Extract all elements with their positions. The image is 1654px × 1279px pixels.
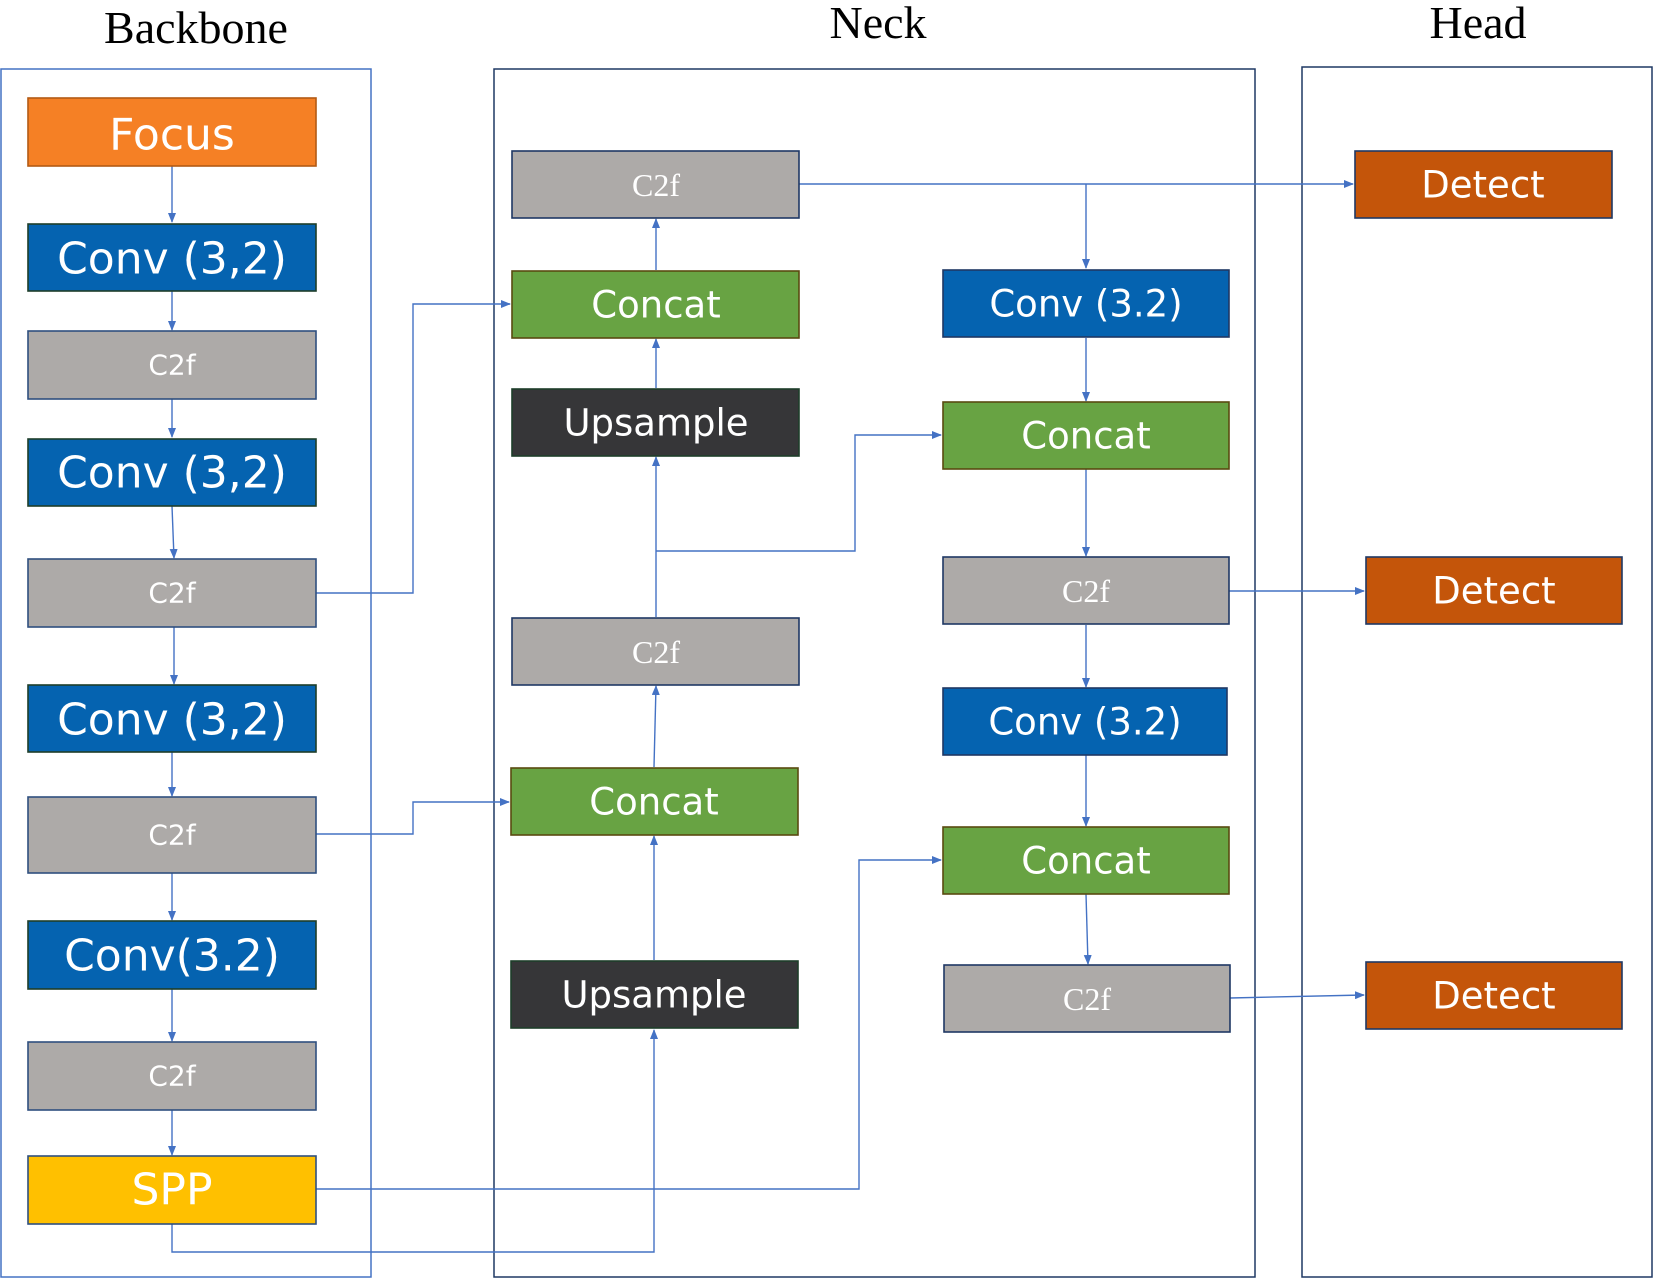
concat-label: Concat	[1021, 415, 1150, 458]
conv-label: Conv (3,2)	[57, 234, 287, 285]
head-detect-block-2: Detect	[1365, 556, 1623, 625]
neck-upsample-block-1: Upsample	[511, 388, 800, 457]
upsample-label: Upsample	[563, 402, 748, 445]
backbone-conv-block-4: Conv(3.2)	[27, 920, 317, 990]
detect-label: Detect	[1421, 164, 1544, 207]
neck-conv-block-1: Conv (3.2)	[942, 269, 1230, 338]
arrow-c2f3-to-concat2	[316, 798, 510, 835]
conv-label: Conv (3.2)	[988, 701, 1181, 744]
arrow-concat4-to-c2f-r2	[1083, 893, 1092, 965]
neck-c2f-block-right-1: C2f	[942, 556, 1230, 625]
c2f-label: C2f	[632, 634, 680, 670]
backbone-title: Backbone	[104, 2, 288, 53]
neck-conv-block-2: Conv (3.2)	[942, 687, 1228, 756]
arrow-conv2-to-c2f2	[169, 505, 178, 559]
arrow-c2f2-to-concat1	[316, 300, 511, 594]
neck-c2f-block-top: C2f	[511, 150, 800, 219]
backbone-c2f-block-1: C2f	[27, 330, 317, 400]
detect-label: Detect	[1432, 570, 1555, 613]
neck-concat-block-1: Concat	[511, 270, 800, 339]
neck-c2f-block-right-2: C2f	[943, 964, 1231, 1033]
backbone-conv-block-3: Conv (3,2)	[27, 684, 317, 753]
neck-concat-block-2: Concat	[510, 767, 799, 836]
spp-label: SPP	[132, 1165, 213, 1216]
backbone-spp-block: SPP	[27, 1155, 317, 1225]
focus-label: Focus	[109, 110, 235, 161]
conv-label: Conv(3.2)	[64, 931, 280, 982]
concat-label: Concat	[591, 284, 720, 327]
c2f-label: C2f	[148, 349, 196, 382]
conv-label: Conv (3.2)	[989, 283, 1182, 326]
head-panel	[1301, 66, 1653, 1278]
head-title: Head	[1429, 0, 1526, 48]
concat-label: Concat	[589, 781, 718, 824]
detect-label: Detect	[1432, 975, 1555, 1018]
c2f-label: C2f	[148, 577, 196, 610]
head-detect-block-1: Detect	[1354, 150, 1613, 219]
arrow-spp-to-upsample2	[171, 1029, 658, 1253]
arrow-spp-to-concat4	[316, 856, 942, 1190]
backbone-c2f-block-4: C2f	[27, 1041, 317, 1111]
arrow-c2f-mid-to-concat3	[656, 431, 942, 552]
backbone-c2f-block-2: C2f	[27, 558, 317, 628]
neck-concat-block-4: Concat	[942, 826, 1230, 895]
backbone-conv-block-2: Conv (3,2)	[27, 438, 317, 507]
conv-label: Conv (3,2)	[57, 448, 287, 499]
backbone-panel	[0, 68, 372, 1278]
neck-concat-block-3: Concat	[942, 401, 1230, 470]
c2f-label: C2f	[632, 167, 680, 203]
head-detect-block-3: Detect	[1365, 961, 1623, 1030]
arrow-concat2-to-c2f-mid	[651, 685, 660, 768]
c2f-label: C2f	[148, 819, 196, 852]
backbone-c2f-block-3: C2f	[27, 796, 317, 874]
concat-label: Concat	[1021, 840, 1150, 883]
c2f-label: C2f	[1062, 573, 1110, 609]
neck-c2f-block-mid: C2f	[511, 617, 800, 686]
backbone-focus-block: Focus	[27, 97, 317, 167]
neck-title: Neck	[829, 0, 926, 48]
c2f-label: C2f	[1063, 981, 1111, 1017]
neck-panel	[493, 68, 1256, 1278]
upsample-label: Upsample	[561, 974, 746, 1017]
backbone-conv-block-1: Conv (3,2)	[27, 223, 317, 292]
connectors	[168, 166, 1365, 1253]
c2f-label: C2f	[148, 1060, 196, 1093]
conv-label: Conv (3,2)	[57, 695, 287, 746]
arrow-c2f-r2-to-detect3	[1229, 991, 1365, 1000]
neck-upsample-block-2: Upsample	[510, 960, 799, 1029]
